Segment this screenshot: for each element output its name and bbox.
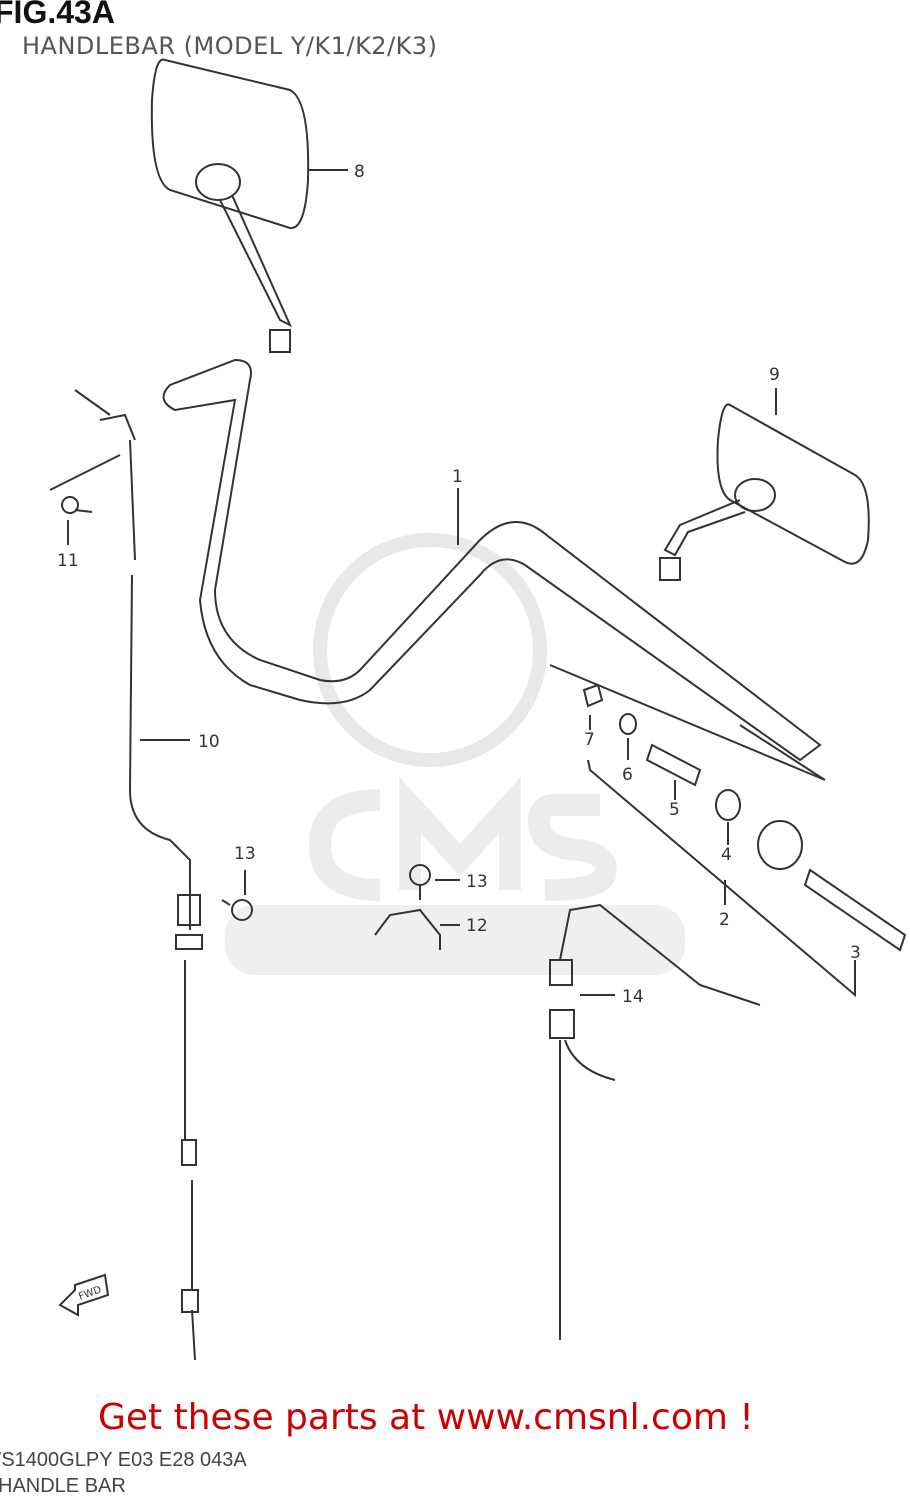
promo-link[interactable]: Get these parts at www.cmsnl.com ! [98, 1397, 754, 1438]
callout-4: 4 [721, 845, 732, 865]
throttle-cable-part [128, 439, 196, 1361]
callout-12: 12 [466, 916, 488, 936]
callout-5: 5 [669, 800, 680, 820]
callout-1: 1 [452, 467, 463, 487]
callout-6: 6 [622, 765, 633, 785]
callout-8: 8 [354, 162, 365, 182]
callout-14: 14 [622, 987, 644, 1007]
callout-9: 9 [769, 365, 780, 385]
callout-13b: 13 [466, 872, 488, 892]
mirror-left-part [150, 58, 348, 353]
figure-title: HANDLEBAR (MODEL Y/K1/K2/K3) [22, 32, 438, 60]
callout-10: 10 [198, 732, 220, 752]
callout-labels: 1 2 3 4 5 6 7 8 9 10 11 12 13 13 14 [57, 162, 861, 1007]
diagram-name: HANDLE BAR [0, 1475, 126, 1497]
callout-13a: 13 [234, 844, 256, 864]
callout-3: 3 [850, 943, 861, 963]
watermark-logo [225, 533, 685, 975]
diagram-code: VS1400GLPY E03 E28 043A [0, 1449, 247, 1471]
callout-2: 2 [719, 910, 730, 930]
mirror-right-part [659, 388, 870, 581]
figure-number: FIG.43A [0, 0, 115, 30]
handlebar-part [162, 358, 822, 762]
watermark-letters [308, 776, 617, 901]
callout-11: 11 [57, 551, 79, 571]
forward-arrow-icon: FWD [58, 1273, 110, 1317]
choke-cable-part [559, 903, 761, 1340]
callout-7: 7 [584, 730, 595, 750]
